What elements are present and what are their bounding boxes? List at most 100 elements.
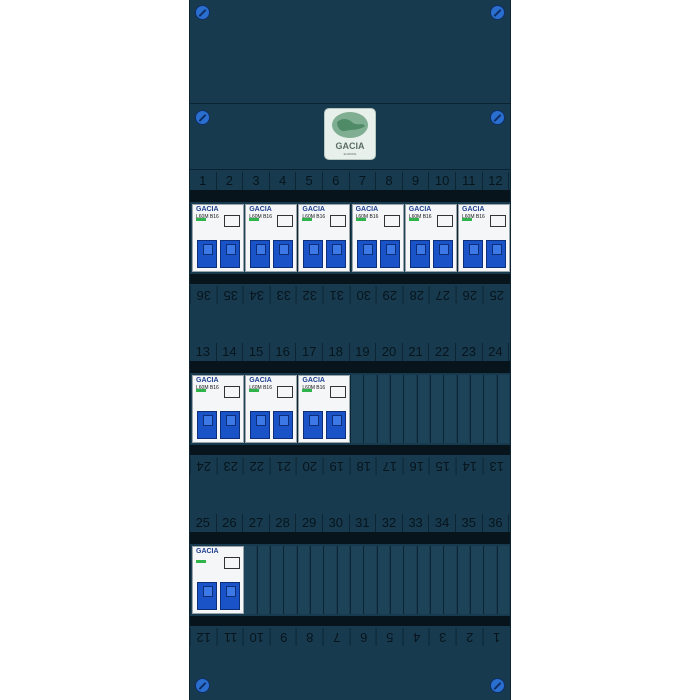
wiring-diagram-icon xyxy=(224,386,240,398)
breaker-lever[interactable] xyxy=(220,582,240,610)
breaker-lever[interactable] xyxy=(220,411,240,439)
circuit-number: 18 xyxy=(323,343,350,361)
breaker-lever[interactable] xyxy=(432,240,453,268)
lever-knob xyxy=(362,244,373,255)
wiring-diagram-icon xyxy=(330,215,347,227)
circuit-number: 34 xyxy=(243,286,270,304)
circuit-number: 32 xyxy=(376,514,403,532)
breaker-lever[interactable] xyxy=(220,240,240,268)
breaker-lever[interactable] xyxy=(356,240,377,268)
circuit-number: 12 xyxy=(190,628,217,646)
rail-bar xyxy=(190,616,510,626)
circuit-number: 27 xyxy=(429,286,456,304)
circuit-number: 1 xyxy=(190,172,217,190)
breaker-lever[interactable] xyxy=(273,240,294,268)
rail-bar xyxy=(190,361,510,373)
breaker-brand: GACIA xyxy=(462,206,485,213)
circuit-number: 31 xyxy=(322,286,350,304)
circuit-number: 31 xyxy=(350,514,377,532)
blank-module xyxy=(469,375,483,443)
blank-module xyxy=(389,546,403,614)
status-tag xyxy=(355,218,366,221)
breaker-lever[interactable] xyxy=(197,240,217,268)
circuit-number: 28 xyxy=(270,514,297,532)
circuit-number: 13 xyxy=(190,343,217,361)
breaker-brand: GACIA xyxy=(196,206,219,213)
breaker-lever[interactable] xyxy=(250,411,271,439)
breaker-brand: GACIA xyxy=(302,206,325,213)
blank-module xyxy=(469,546,483,614)
circuit-number: 16 xyxy=(270,343,297,361)
circuit-number: 9 xyxy=(269,628,297,646)
blank-module xyxy=(483,546,496,614)
circuit-number: 21 xyxy=(403,343,430,361)
lever-knob xyxy=(226,586,236,597)
breaker-rating: L60M B16 xyxy=(408,214,432,220)
blank-module xyxy=(456,375,470,443)
blank-module xyxy=(283,546,296,614)
circuit-number: 36 xyxy=(483,514,510,532)
blank-module xyxy=(429,375,443,443)
blank-module xyxy=(456,546,470,614)
circuit-number: 9 xyxy=(403,172,430,190)
logo-section xyxy=(190,104,510,170)
breaker-lever[interactable] xyxy=(326,411,347,439)
breaker-lever[interactable] xyxy=(250,240,271,268)
blank-module xyxy=(483,375,496,443)
circuit-number: 26 xyxy=(217,514,244,532)
circuit-number: 2 xyxy=(217,172,244,190)
blank-module xyxy=(296,546,310,614)
wiring-diagram-icon xyxy=(330,386,347,398)
blank-module xyxy=(389,375,403,443)
circuit-number: 30 xyxy=(323,514,350,532)
lever-knob xyxy=(385,244,396,255)
breaker-lever[interactable] xyxy=(303,411,324,439)
wiring-diagram-icon xyxy=(277,386,294,398)
circuit-number: 24 xyxy=(190,457,217,475)
circuit-breaker[interactable]: GACIA xyxy=(192,546,244,614)
breaker-lever[interactable] xyxy=(463,240,483,268)
breaker-lever[interactable] xyxy=(486,240,506,268)
screw-icon xyxy=(195,678,210,693)
breaker-lever[interactable] xyxy=(303,240,324,268)
blank-module xyxy=(416,546,430,614)
blank-module xyxy=(349,375,363,443)
blank-module xyxy=(443,375,456,443)
lever-knob xyxy=(203,586,213,597)
breaker-lever[interactable] xyxy=(197,582,217,610)
screw-icon xyxy=(490,5,505,20)
wiring-diagram-icon xyxy=(224,557,240,569)
circuit-number: 29 xyxy=(296,514,323,532)
wiring-diagram-icon xyxy=(436,215,453,227)
breaker-lever[interactable] xyxy=(379,240,400,268)
circuit-number: 8 xyxy=(376,172,403,190)
circuit-number: 18 xyxy=(349,457,377,475)
breaker-lever[interactable] xyxy=(273,411,294,439)
rail-bar xyxy=(190,190,510,202)
status-tag xyxy=(302,389,313,392)
status-tag xyxy=(249,218,260,221)
breaker-lever[interactable] xyxy=(326,240,347,268)
breaker-lever[interactable] xyxy=(197,411,217,439)
circuit-number: 20 xyxy=(376,343,403,361)
screw-icon xyxy=(490,110,505,125)
circuit-number: 22 xyxy=(429,343,456,361)
blank-module xyxy=(376,546,390,614)
breaker-brand: GACIA xyxy=(355,206,379,213)
breaker-lever[interactable] xyxy=(409,240,430,268)
lever-knob xyxy=(438,244,449,255)
circuit-number: 10 xyxy=(243,628,270,646)
